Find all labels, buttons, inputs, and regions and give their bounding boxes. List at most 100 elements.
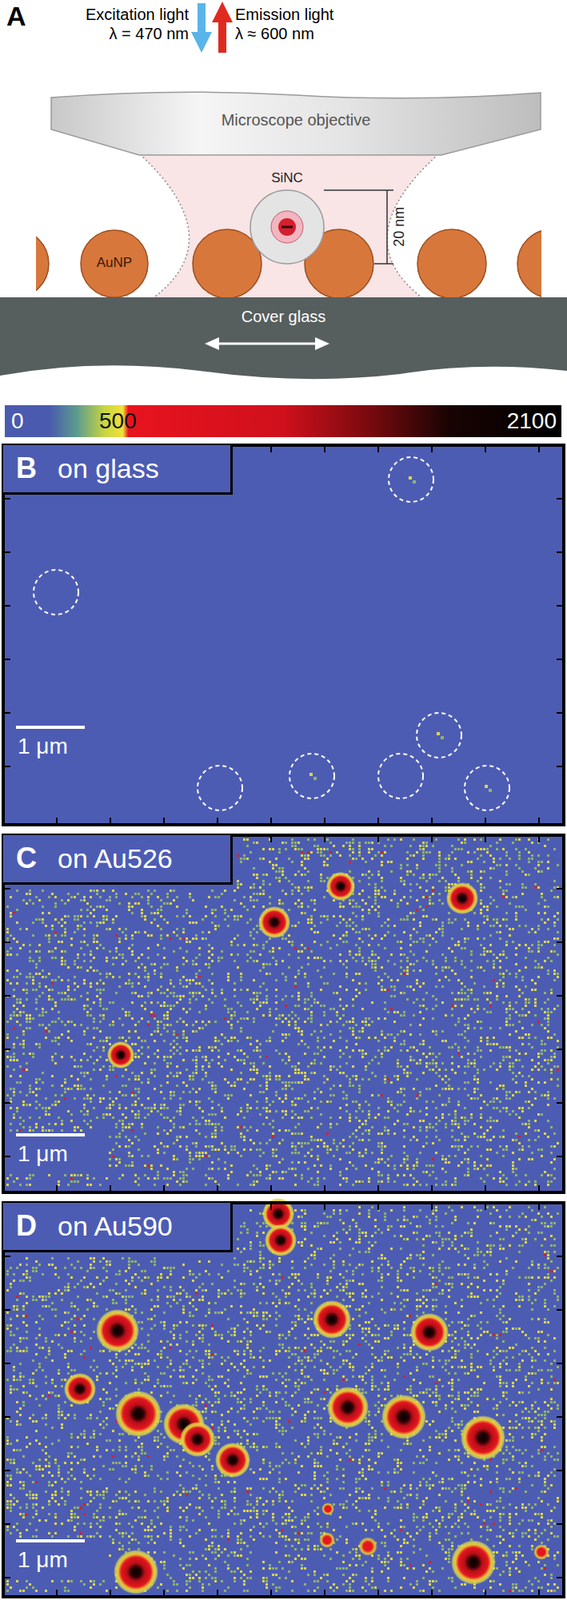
light-annotation-holder: Excitation light λ = 470 nm [75, 4, 189, 44]
emission-spot [113, 1550, 159, 1596]
faint-emission [408, 476, 412, 480]
scale-bar-label: 1 μm [17, 734, 68, 760]
emission-arrow-head [211, 1, 233, 23]
faint-emission [313, 777, 317, 781]
scale-label-holder: 1 μm [17, 1548, 68, 1574]
emission-spot [327, 1387, 369, 1430]
background-noise [12, 851, 560, 1181]
panel-frame [3, 445, 564, 826]
glass-slab [0, 297, 567, 380]
faint-emission [309, 773, 313, 777]
scale-value: 0 [11, 408, 24, 435]
dimension-line [323, 189, 394, 192]
gold-nanoparticle: AuNP [79, 229, 149, 299]
marker-circle [464, 766, 510, 811]
scale-bar [15, 726, 85, 730]
excitation-arrow [197, 3, 206, 34]
emission-spot [95, 1309, 140, 1354]
marker-circle [33, 570, 79, 615]
panel-ground [3, 445, 564, 826]
light-annotation: Emission light λ ≈ 600 nm [235, 4, 341, 44]
faint-emission [440, 736, 444, 740]
scale-bar-label: 1 μm [17, 1548, 68, 1574]
double-arrow-head [315, 337, 330, 351]
gold-particle [192, 229, 262, 299]
node-label: AuNP [79, 255, 149, 272]
node-label: Cover glass [0, 307, 567, 327]
marker-circle [289, 754, 335, 799]
emission-spot [319, 1533, 336, 1550]
emission-spot [460, 1416, 506, 1462]
panel-label-box: Con Au526 [3, 835, 233, 886]
image-panel: Con Au526 1 μm [3, 835, 564, 1194]
panel-title: on glass [57, 453, 160, 485]
panel-ground [3, 835, 564, 1194]
color-scale-bar [4, 405, 562, 438]
faint-emission [488, 789, 492, 793]
nanocrystal-ring [271, 211, 304, 244]
gold-particle [35, 229, 49, 299]
scale-value-holder: 2100 [479, 408, 557, 435]
silicon-nanocrystal: SiNC [239, 169, 335, 266]
node-label: SiNC [239, 170, 335, 187]
focus-line [139, 154, 190, 300]
emission-spot [179, 1422, 216, 1458]
image-panel: Bon glass 1 μm [3, 445, 564, 826]
emission-spot [451, 1541, 496, 1586]
marker-circle [197, 766, 243, 811]
scale-bar [15, 1540, 85, 1544]
scale-bar [15, 1134, 85, 1138]
nanocrystal-core [278, 218, 296, 236]
emission-spot [115, 1391, 162, 1438]
panel-frame [3, 835, 564, 1194]
emission-spot [107, 1042, 135, 1070]
emission-spot [381, 1395, 427, 1441]
dimension-line [386, 190, 388, 264]
emission-arrow [218, 20, 227, 53]
emission-spot [446, 882, 479, 915]
double-arrow-head [204, 337, 220, 351]
nanocrystal-bar [281, 226, 293, 229]
emission-spot [358, 1537, 378, 1558]
tick-marks [3, 445, 564, 826]
gold-particle [417, 229, 487, 299]
dimension-line [374, 263, 394, 265]
marker-circle [378, 754, 424, 799]
nanocrystal-shell [250, 190, 324, 264]
emission-spot [326, 872, 356, 902]
tick-marks [3, 835, 564, 1194]
emission-spot [410, 1313, 449, 1353]
background-noise [6, 838, 560, 1187]
dimension-label: 20 nm [391, 195, 409, 260]
scale-value-holder: 500 [99, 408, 137, 435]
emission-spot [264, 1225, 297, 1258]
light-annotation: Excitation light λ = 470 nm [75, 4, 189, 44]
cover-glass: Cover glass [0, 297, 567, 383]
microscope-objective: Microscope objective [47, 87, 544, 156]
faint-emission [484, 785, 488, 789]
panel-ground [3, 1203, 564, 1598]
faint-emission [436, 732, 440, 736]
panel-letter: C [15, 842, 37, 875]
emission-spot [63, 1373, 96, 1406]
image-panel: Don Au590 1 μm [3, 1203, 564, 1598]
emission-spot [321, 1503, 335, 1517]
panel-title: on Au526 [57, 843, 173, 875]
panel-label-box: Don Au590 [3, 1203, 233, 1254]
light-cone [139, 154, 439, 300]
background-noise [6, 1206, 560, 1594]
panel-letter-holder: A [6, 0, 27, 33]
scale-label-holder: 1 μm [17, 1141, 68, 1168]
emission-spot [258, 906, 291, 939]
emission-spot [312, 1301, 352, 1340]
tick-marks [3, 1203, 564, 1598]
marker-circle [388, 457, 434, 503]
gold-particle [80, 230, 148, 298]
panel-letter: D [15, 1209, 37, 1243]
marker-circle [416, 713, 462, 759]
faint-emission [412, 480, 416, 484]
scale-bar-label: 1 μm [17, 1141, 68, 1168]
emission-spot [215, 1443, 251, 1479]
panel-letter: B [15, 451, 37, 485]
excitation-arrow-head [191, 31, 212, 53]
